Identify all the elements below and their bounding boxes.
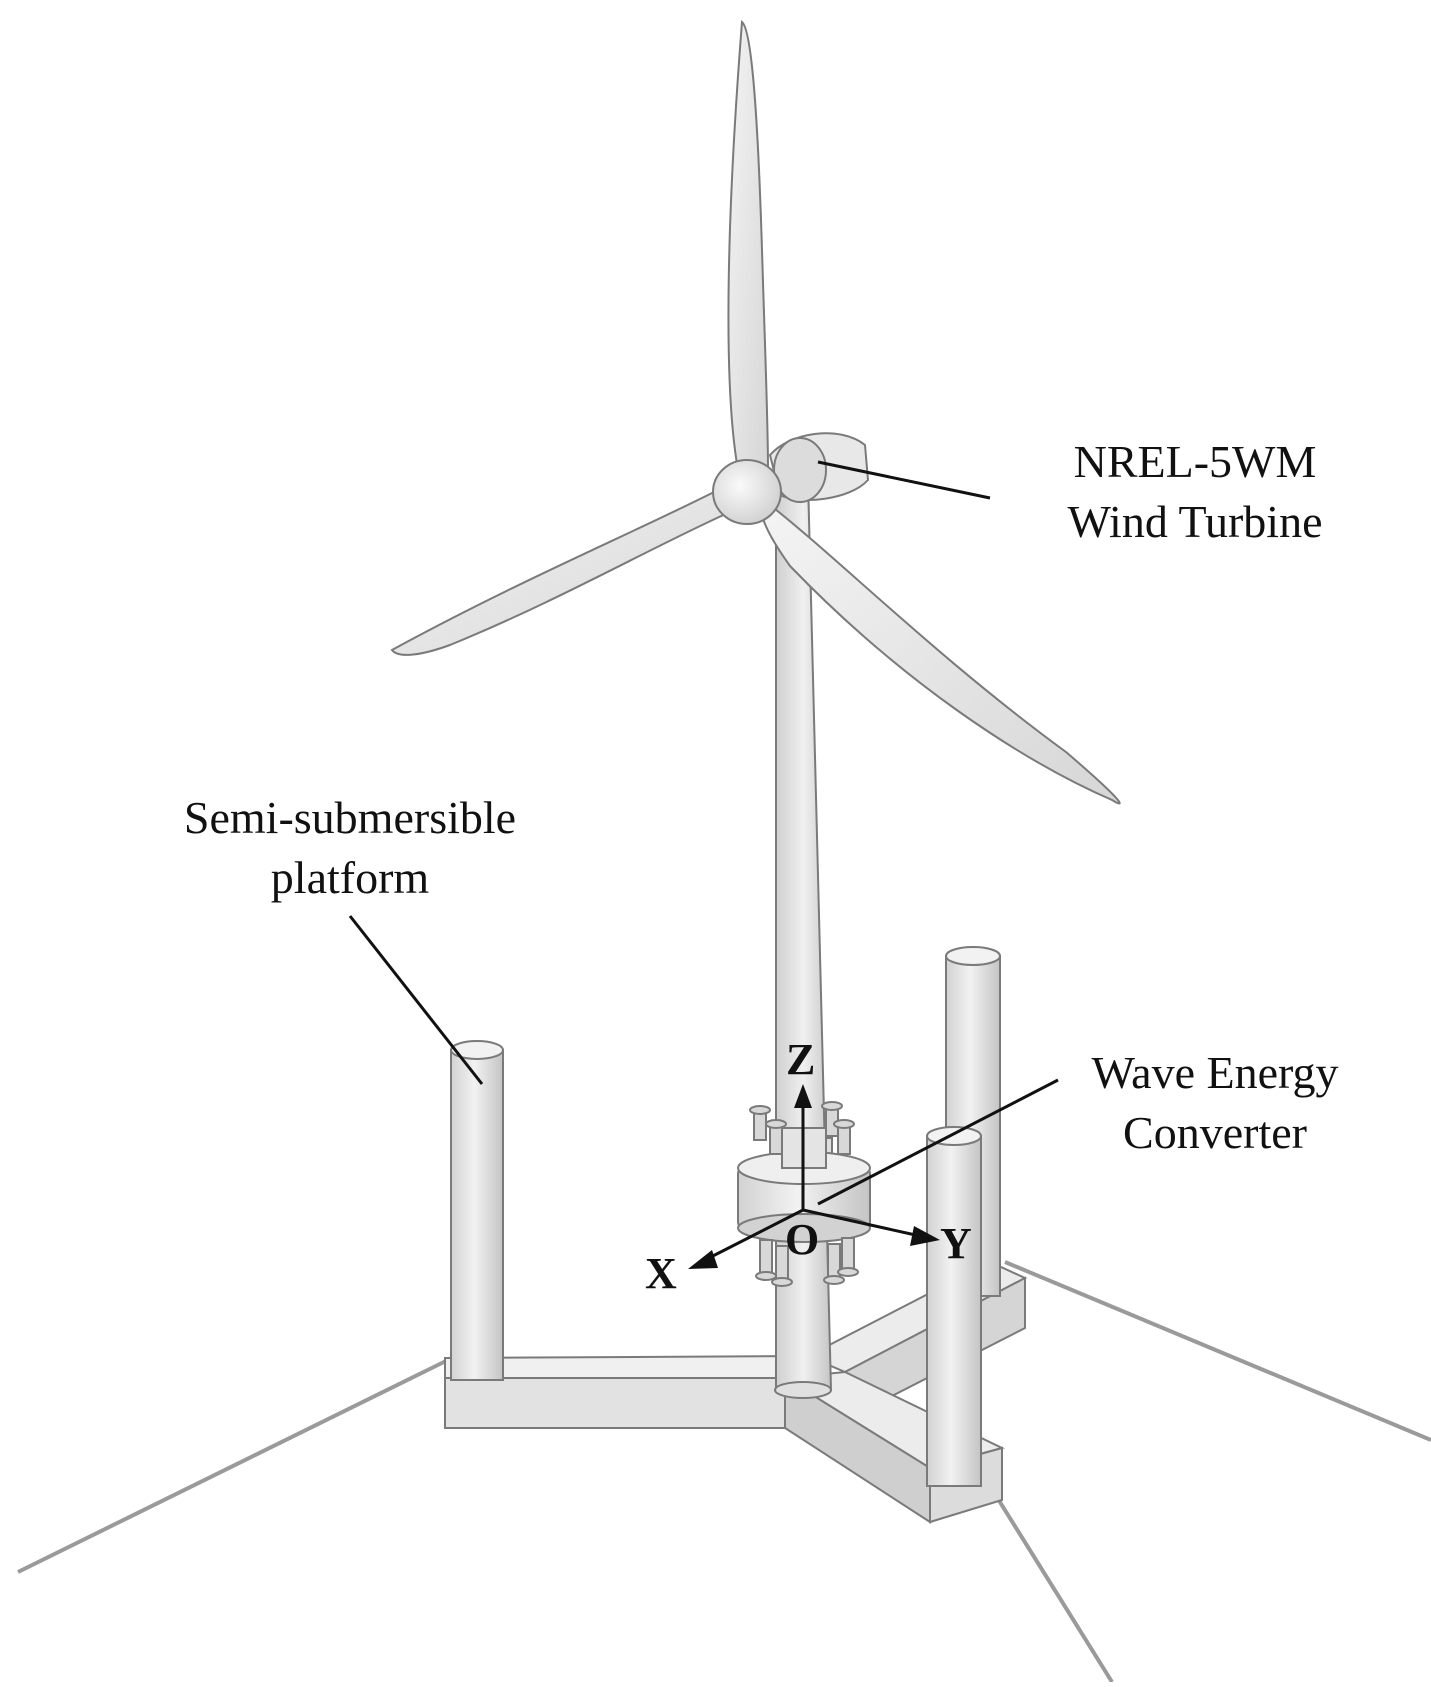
leader-turbine (817, 460, 991, 500)
blade-left (390, 486, 732, 656)
coordinate-axes (688, 1084, 940, 1269)
label-wind-turbine-line1: NREL-5WM (1073, 436, 1317, 487)
blade-right (760, 503, 1121, 805)
leader-wec (817, 1078, 1059, 1206)
label-platform-line2: platform (270, 852, 430, 903)
axis-label-z: Z (786, 1035, 816, 1084)
wec-bolts (749, 1101, 859, 1287)
y-axis-arrowhead (910, 1226, 940, 1246)
mooring-line-right (1004, 1260, 1431, 1442)
axis-label-origin: O (785, 1215, 820, 1264)
label-wind-turbine-line2: Wind Turbine (1067, 496, 1323, 547)
y-axis (802, 1208, 921, 1238)
rotor-hub (712, 459, 782, 525)
x-axis (704, 1208, 804, 1262)
label-platform: Semi-submersible platform (140, 788, 560, 908)
axis-label-y: Y (940, 1219, 972, 1268)
leader-platform (348, 915, 484, 1085)
rotor-blades (390, 20, 1121, 805)
blade-up (727, 20, 770, 471)
leader-lines (348, 460, 1059, 1206)
label-wec-line2: Converter (1123, 1107, 1307, 1158)
label-platform-line1: Semi-submersible (183, 792, 517, 843)
z-axis-arrowhead (794, 1084, 812, 1108)
offset-column-front (926, 1126, 982, 1487)
nacelle (768, 432, 870, 503)
offset-column-left (450, 1040, 504, 1381)
label-wind-turbine: NREL-5WM Wind Turbine (1030, 432, 1360, 552)
label-wec-line1: Wave Energy (1091, 1047, 1339, 1098)
label-wave-energy-converter: Wave Energy Converter (1045, 1043, 1385, 1163)
x-axis-arrowhead (688, 1250, 718, 1269)
axis-label-x: X (645, 1249, 677, 1298)
mooring-lines (17, 1260, 1431, 1684)
mooring-line-left (17, 1356, 453, 1574)
